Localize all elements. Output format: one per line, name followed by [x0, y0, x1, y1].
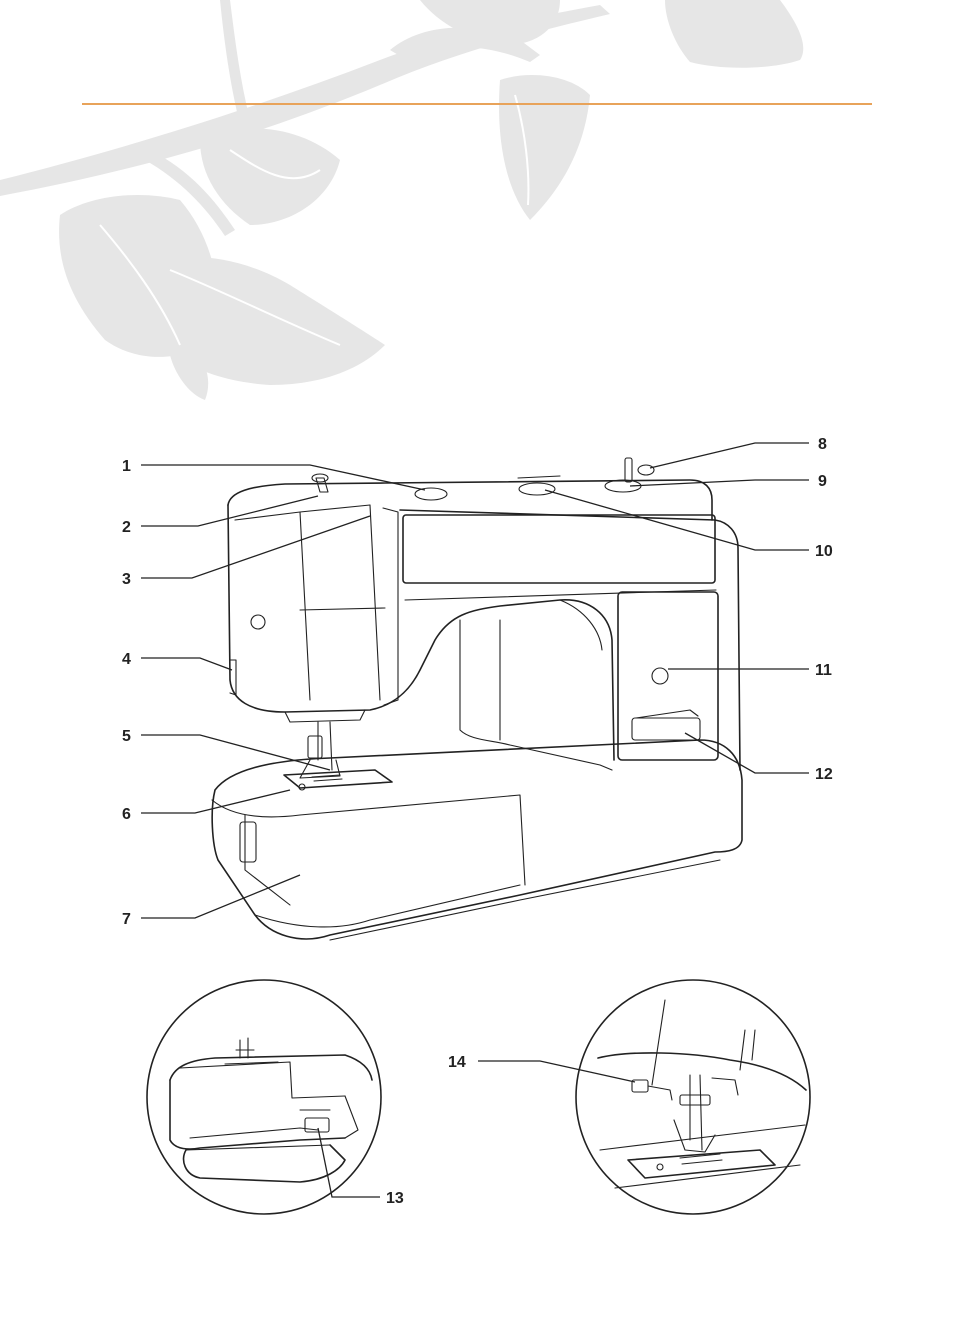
leader-5: [141, 735, 330, 770]
leaf-decoration: [0, 0, 803, 400]
callout-12: 12: [815, 766, 833, 783]
detail-bobbin-winder: [147, 980, 381, 1214]
callout-8: 8: [818, 436, 827, 453]
callout-9: 9: [818, 473, 827, 490]
callout-2: 2: [122, 519, 131, 536]
callout-7: 7: [122, 911, 131, 928]
callout-13: 13: [386, 1190, 404, 1207]
sewing-machine: [212, 458, 742, 940]
leader-4: [141, 658, 232, 670]
callout-1: 1: [122, 458, 131, 475]
leader-3: [141, 516, 370, 578]
callout-4: 4: [122, 651, 131, 668]
leader-8: [650, 443, 809, 468]
callout-10: 10: [815, 543, 833, 560]
leader-1: [141, 465, 425, 490]
leader-14: [478, 1061, 635, 1082]
callout-5: 5: [122, 728, 131, 745]
leader-6: [141, 790, 290, 813]
leader-12: [685, 733, 809, 773]
leader-7: [141, 875, 300, 918]
leader-lines: [141, 443, 809, 1197]
callout-11: 11: [815, 662, 832, 679]
callout-3: 3: [122, 571, 131, 588]
callout-14: 14: [448, 1054, 466, 1071]
detail-presser-foot: [576, 980, 810, 1214]
leader-10: [545, 490, 809, 550]
callout-6: 6: [122, 806, 131, 823]
